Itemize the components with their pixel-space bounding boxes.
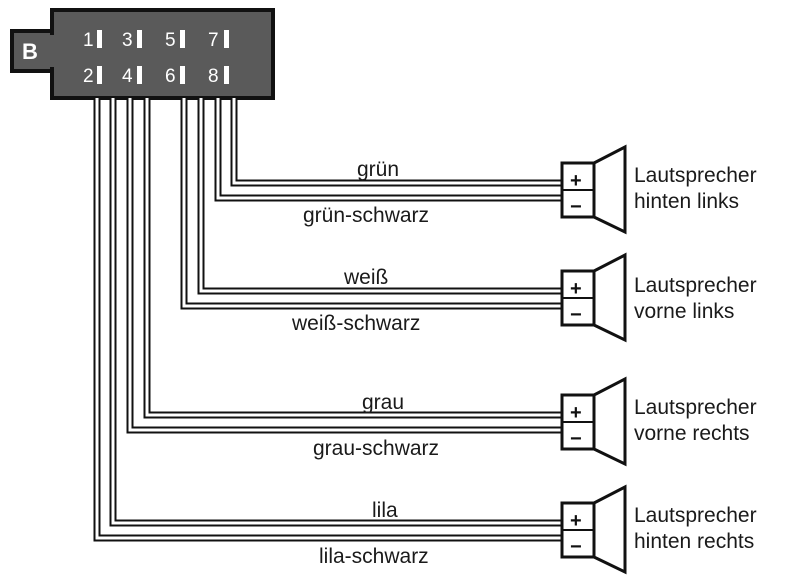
minus-sign: −	[570, 536, 582, 558]
pin-label-5: 5	[165, 30, 176, 51]
pin-label-6: 6	[165, 66, 176, 87]
speaker-cone-icon	[592, 484, 627, 575]
speaker-label-line1: Lautsprecher	[634, 164, 757, 187]
speaker-4: + − Lautsprecher hinten rechts	[560, 484, 757, 575]
pin-slot-8	[224, 66, 229, 84]
wire-label-1-minus: grün-schwarz	[303, 204, 429, 227]
plus-sign: +	[570, 278, 582, 300]
speaker-2: + − Lautsprecher vorne links	[560, 252, 757, 343]
wire-label-4-minus: lila-schwarz	[319, 545, 429, 568]
minus-sign: −	[570, 196, 582, 218]
wire-label-3-plus: grau	[362, 391, 404, 414]
plus-sign: +	[570, 170, 582, 192]
wire-label-3-minus: grau-schwarz	[313, 437, 439, 460]
wire-label-2-plus: weiß	[343, 266, 388, 289]
pin-label-1: 1	[83, 30, 94, 51]
wire-labels: grün grün-schwarz weiß weiß-schwarz grau…	[291, 158, 439, 568]
pin-slot-4	[137, 66, 142, 84]
speaker-cone-icon	[592, 144, 627, 235]
plus-sign: +	[570, 402, 582, 424]
speaker-label-line1: Lautsprecher	[634, 504, 757, 527]
speaker-cone-icon	[592, 376, 627, 467]
connector-b: B 1 3 5 7 2 4 6 8	[10, 8, 275, 100]
connector-letter: B	[22, 39, 38, 64]
pin-label-2: 2	[83, 66, 94, 87]
speaker-1: + − Lautsprecher hinten links	[560, 144, 757, 235]
pin-slot-5	[180, 30, 185, 48]
wires	[93, 98, 565, 542]
speaker-label-line2: vorne rechts	[634, 422, 750, 445]
pin-label-7: 7	[208, 30, 219, 51]
pin-label-4: 4	[122, 66, 133, 87]
speaker-label-line2: hinten links	[634, 190, 739, 213]
pin-slot-2	[97, 66, 102, 84]
connector-body	[50, 8, 275, 100]
pin-slot-1	[97, 30, 102, 48]
wire-label-1-plus: grün	[357, 158, 399, 181]
minus-sign: −	[570, 304, 582, 326]
plus-sign: +	[570, 510, 582, 532]
pin-slot-6	[180, 66, 185, 84]
connector-joint	[48, 35, 58, 67]
speaker-label-line2: hinten rechts	[634, 530, 754, 553]
wire-3-plus	[143, 98, 565, 419]
pin-label-3: 3	[122, 30, 133, 51]
wire-3-minus	[126, 98, 565, 434]
speaker-3: + − Lautsprecher vorne rechts	[560, 376, 757, 467]
minus-sign: −	[570, 428, 582, 450]
pin-label-8: 8	[208, 66, 219, 87]
wire-1-plus	[230, 98, 565, 187]
speaker-label-line1: Lautsprecher	[634, 274, 757, 297]
pin-slot-7	[224, 30, 229, 48]
pin-slot-3	[137, 30, 142, 48]
speaker-cone-icon	[592, 252, 627, 343]
wire-label-2-minus: weiß-schwarz	[291, 312, 420, 335]
speaker-label-line2: vorne links	[634, 300, 734, 323]
speaker-label-line1: Lautsprecher	[634, 396, 757, 419]
wire-label-4-plus: lila	[372, 499, 398, 522]
